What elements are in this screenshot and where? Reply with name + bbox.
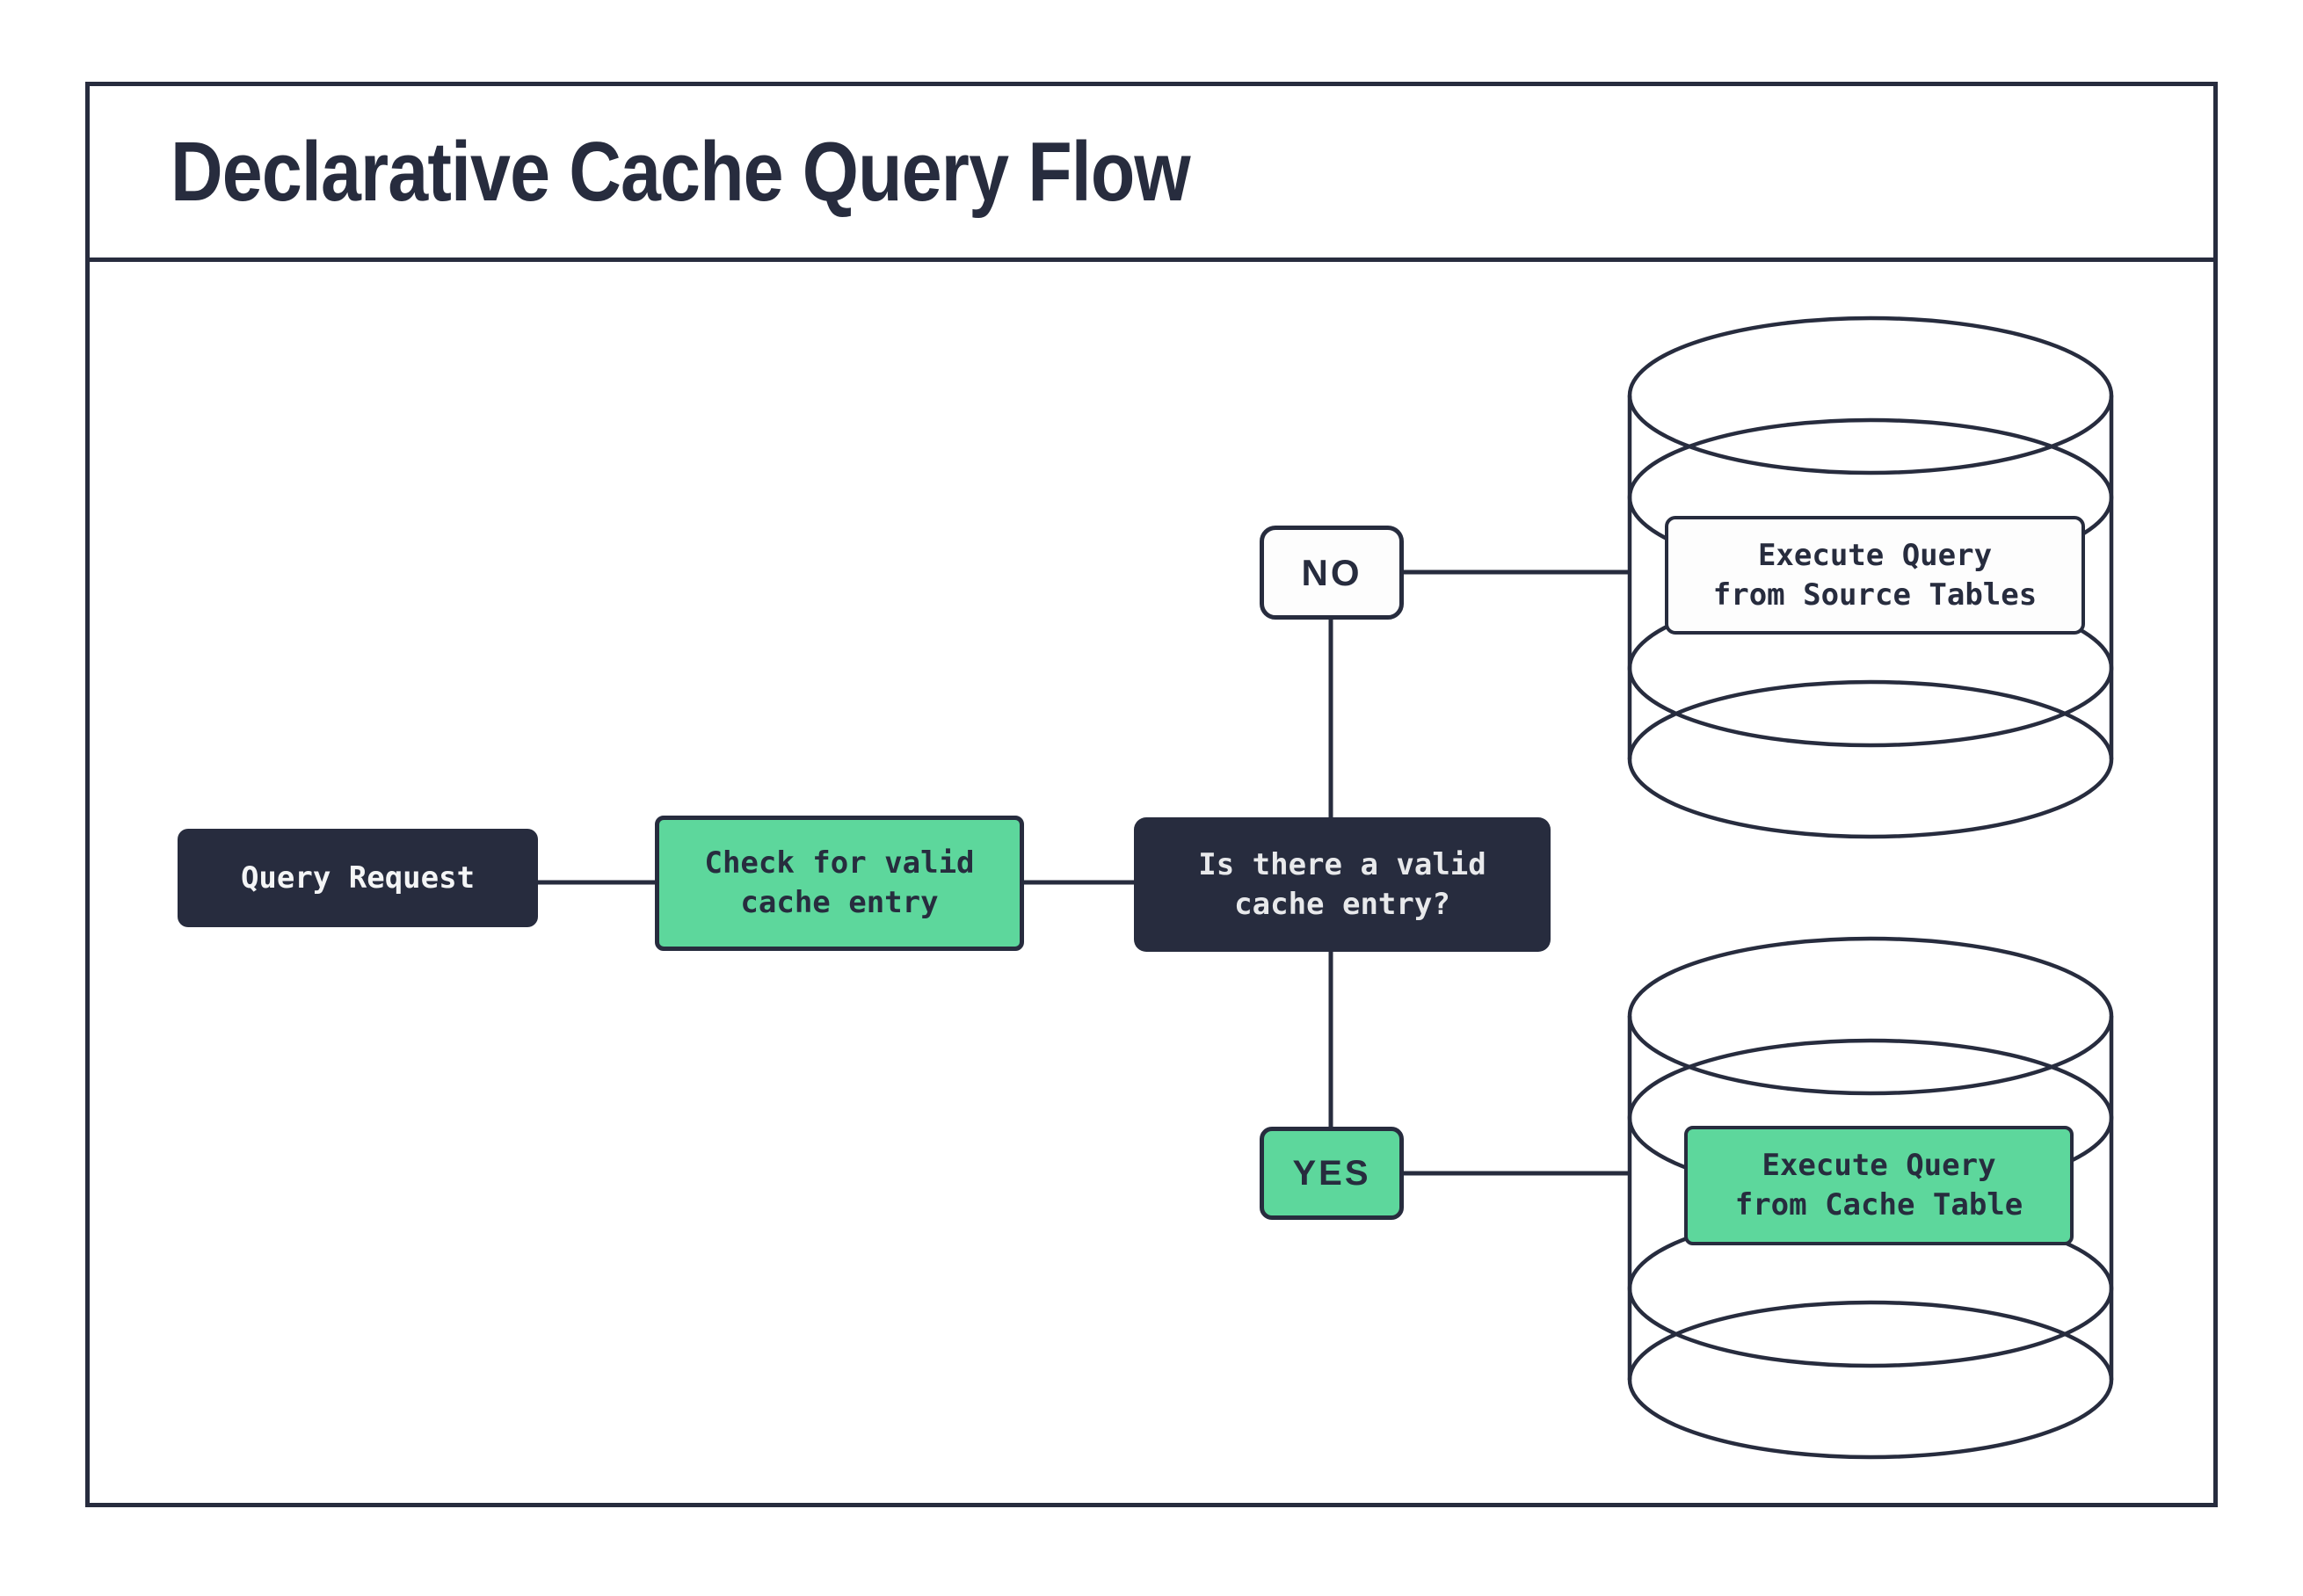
node-label-line: from Source Tables xyxy=(1712,577,2038,613)
node-label-line: Execute Query xyxy=(1757,537,1993,573)
node-label: Query Request xyxy=(240,860,476,896)
title-bar: Declarative Cache Query Flow xyxy=(90,86,2213,262)
node-label-line: cache entry? xyxy=(1234,886,1450,922)
node-label-line: from Cache Table xyxy=(1734,1187,2023,1222)
node-label-line: Execute Query xyxy=(1762,1148,1996,1183)
node-label-line: cache entry xyxy=(740,885,939,920)
node-label-line: Check for valid xyxy=(704,845,975,881)
branch-label-no: NO xyxy=(1260,526,1404,620)
node-execute-cache-table: Execute Query from Cache Table xyxy=(1684,1126,2074,1245)
node-decision-valid-cache: Is there a valid cache entry? xyxy=(1134,817,1551,952)
page-title: Declarative Cache Query Flow xyxy=(171,124,1191,219)
node-query-request: Query Request xyxy=(178,829,538,927)
branch-label-yes: YES xyxy=(1260,1127,1404,1220)
node-execute-source-tables: Execute Query from Source Tables xyxy=(1665,516,2085,635)
node-check-cache: Check for valid cache entry xyxy=(655,816,1024,951)
branch-label: NO xyxy=(1301,552,1362,593)
connector-lines xyxy=(538,569,1631,1176)
node-label-line: Is there a valid xyxy=(1198,846,1486,882)
branch-label: YES xyxy=(1292,1153,1371,1193)
